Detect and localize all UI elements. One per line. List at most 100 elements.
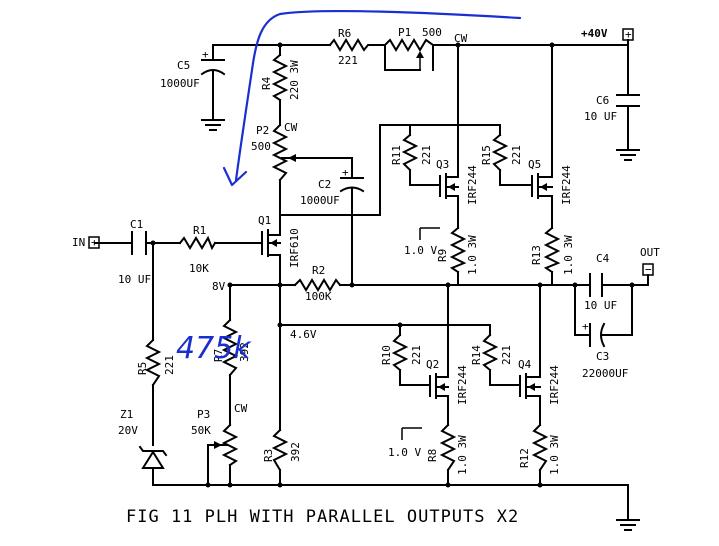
- mosfet-q1: Q1 IRF610: [258, 214, 301, 268]
- voltage-annotation-upper: 1.0 V: [404, 244, 437, 257]
- svg-text:+: +: [342, 166, 349, 179]
- svg-text:C3: C3: [596, 350, 609, 363]
- svg-text:IN: IN: [72, 236, 85, 249]
- figure-caption: FIG 11 PLH WITH PARALLEL OUTPUTS X2: [126, 507, 519, 527]
- svg-text:P2: P2: [256, 124, 269, 137]
- svg-text:R5: R5: [136, 362, 149, 375]
- svg-text:1.0 3W: 1.0 3W: [562, 235, 575, 275]
- svg-text:Q5: Q5: [528, 158, 541, 171]
- svg-text:R12: R12: [518, 448, 531, 468]
- svg-text:+40V: +40V: [581, 27, 608, 40]
- resistor-r9: R9 1.0 3W: [436, 226, 479, 275]
- terminal-out: − OUT: [640, 246, 660, 276]
- junctions: [150, 42, 635, 488]
- svg-text:+: +: [91, 236, 98, 249]
- capacitor-c3: + C3 22000UF: [582, 320, 628, 380]
- svg-text:+: +: [582, 320, 589, 333]
- svg-text:500: 500: [251, 140, 271, 153]
- svg-text:IRF244: IRF244: [560, 165, 573, 205]
- handwritten-value: 475k: [176, 331, 252, 366]
- resistor-r12: R12 1.0 3W: [518, 423, 561, 475]
- resistor-r15: R15 221: [480, 133, 523, 172]
- resistor-r11: R11 221: [390, 133, 433, 172]
- handwritten-annotation: 475k: [176, 9, 522, 366]
- resistor-r8: R8 1.0 3W: [426, 423, 469, 475]
- svg-text:−: −: [645, 263, 652, 276]
- svg-text:Q3: Q3: [436, 158, 449, 171]
- svg-text:10 UF: 10 UF: [118, 273, 151, 286]
- svg-text:1000UF: 1000UF: [300, 194, 340, 207]
- svg-text:50K: 50K: [191, 424, 211, 437]
- mosfet-q2: Q2 IRF244: [426, 358, 469, 405]
- resistor-r14: R14 221: [470, 333, 513, 372]
- capacitor-c2: + C2 1000UF: [300, 166, 365, 207]
- potentiometer-p1: P1 500 CW: [383, 26, 468, 70]
- terminal-in: + IN: [72, 236, 100, 249]
- svg-text:C2: C2: [318, 178, 331, 191]
- svg-text:+: +: [625, 28, 632, 41]
- svg-text:R11: R11: [390, 145, 403, 165]
- svg-text:221: 221: [500, 345, 513, 365]
- svg-text:10 UF: 10 UF: [584, 110, 617, 123]
- capacitor-c6: C6 10 UF: [584, 94, 640, 123]
- node-label-8v: 8V: [212, 280, 226, 293]
- node-label-4-6v: 4.6V: [290, 328, 317, 341]
- svg-text:220 3W: 220 3W: [288, 60, 301, 100]
- svg-text:R15: R15: [480, 145, 493, 165]
- svg-text:1.0 3W: 1.0 3W: [456, 435, 469, 475]
- mosfet-q4: Q4 IRF244: [518, 358, 561, 405]
- wires: [94, 39, 649, 521]
- svg-text:R4: R4: [260, 76, 273, 90]
- svg-text:Q1: Q1: [258, 214, 271, 227]
- svg-text:R10: R10: [380, 345, 393, 365]
- svg-text:R1: R1: [193, 224, 206, 237]
- resistor-r13: R13 1.0 3W: [530, 226, 575, 275]
- svg-text:10K: 10K: [189, 262, 209, 275]
- voltage-annotation-lower: 1.0 V: [388, 446, 421, 459]
- svg-text:Z1: Z1: [120, 408, 133, 421]
- svg-text:IRF610: IRF610: [288, 228, 301, 268]
- svg-text:221: 221: [410, 345, 423, 365]
- zener-z1: Z1 20V: [118, 408, 168, 469]
- svg-text:R6: R6: [338, 27, 351, 40]
- svg-text:R14: R14: [470, 345, 483, 365]
- svg-text:10 UF: 10 UF: [584, 299, 617, 312]
- terminal-rail: + +40V: [581, 27, 634, 41]
- svg-text:OUT: OUT: [640, 246, 660, 259]
- ground-symbols: [201, 119, 640, 531]
- svg-text:CW: CW: [234, 402, 248, 415]
- svg-text:Q2: Q2: [426, 358, 439, 371]
- capacitor-c4: C4 10 UF: [584, 252, 617, 312]
- svg-text:C1: C1: [130, 218, 143, 231]
- mosfet-q5: Q5 IRF244: [528, 158, 573, 205]
- potentiometer-p2: P2 500 CW: [251, 121, 298, 182]
- svg-text:22000UF: 22000UF: [582, 367, 628, 380]
- svg-text:Q4: Q4: [518, 358, 532, 371]
- potentiometer-p3: P3 50K CW: [191, 402, 248, 467]
- svg-text:CW: CW: [284, 121, 298, 134]
- svg-text:+: +: [202, 48, 209, 61]
- resistor-r3: R3 392: [262, 428, 302, 472]
- svg-text:C5: C5: [177, 59, 190, 72]
- resistor-r4: R4 220 3W: [260, 53, 301, 102]
- svg-text:R2: R2: [312, 264, 325, 277]
- svg-text:R13: R13: [530, 245, 543, 265]
- svg-text:P1: P1: [398, 26, 411, 39]
- svg-text:1000UF: 1000UF: [160, 77, 200, 90]
- svg-text:R9: R9: [436, 249, 449, 262]
- svg-text:392: 392: [238, 342, 251, 362]
- svg-text:221: 221: [420, 145, 433, 165]
- resistor-r5: R5 221: [136, 338, 176, 387]
- svg-text:221: 221: [510, 145, 523, 165]
- svg-text:221: 221: [338, 54, 358, 67]
- resistor-r1: R1 10K: [178, 224, 217, 275]
- resistor-r7: R7 392: [212, 318, 251, 377]
- capacitor-c1: C1 10 UF: [118, 218, 151, 286]
- svg-text:CW: CW: [454, 32, 468, 45]
- svg-text:R8: R8: [426, 449, 439, 462]
- svg-text:20V: 20V: [118, 424, 138, 437]
- svg-text:1.0 3W: 1.0 3W: [466, 235, 479, 275]
- svg-text:1.0 3W: 1.0 3W: [548, 435, 561, 475]
- svg-text:C4: C4: [596, 252, 610, 265]
- svg-text:IRF244: IRF244: [456, 365, 469, 405]
